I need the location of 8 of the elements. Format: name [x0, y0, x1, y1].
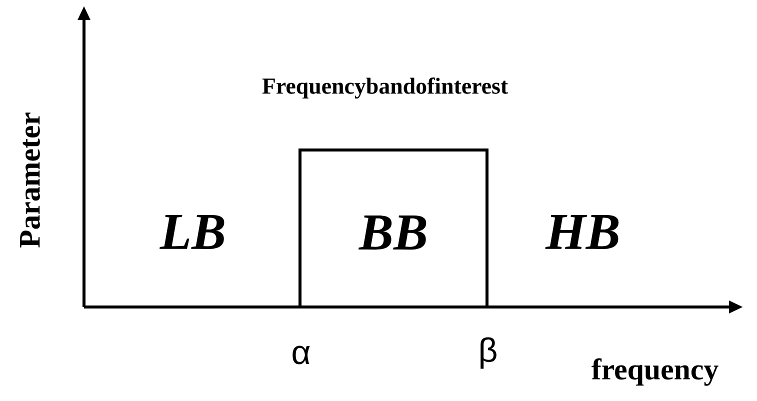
band-label: LB: [160, 214, 224, 250]
band-title: Frequencybandofinterest: [262, 77, 508, 99]
frequency-mark: α: [292, 346, 310, 364]
axis-title: Parameter: [20, 112, 40, 248]
axis-title: frequency: [592, 358, 718, 386]
band-label: HB: [545, 214, 619, 250]
band-box: BB: [298, 148, 488, 308]
frequency-mark: β: [480, 337, 496, 369]
